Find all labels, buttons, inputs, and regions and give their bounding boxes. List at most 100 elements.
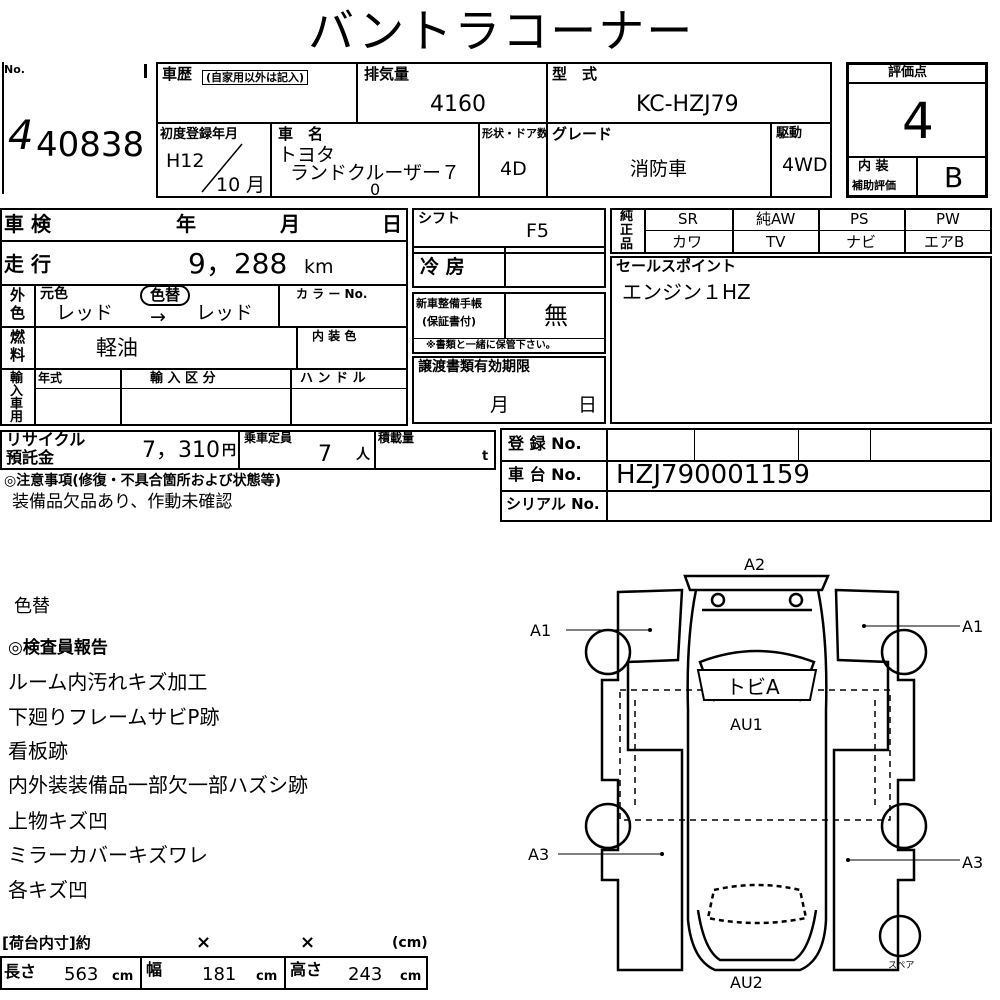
report-label: ◎検査員報告 [8, 638, 108, 658]
report-item: ルーム内汚れキズ加工 [8, 670, 208, 694]
notes-text: 装備品欠品あり、作動未確認 [12, 492, 233, 512]
sales-point-label: セールスポイント [616, 257, 737, 275]
import-side-1: 輸 [10, 371, 24, 386]
width-value: 181 [202, 964, 237, 985]
serial-no-label: シリアル No. [506, 495, 600, 513]
rear-line [696, 909, 818, 962]
width-unit: cm [256, 969, 278, 984]
shaken-label: 車 検 [4, 212, 51, 236]
color-no-label: カ ラ ー No. [296, 287, 368, 301]
equip-airbag: エアB [924, 233, 965, 251]
right-side-panel [832, 588, 916, 972]
label-a3-right: A3 [962, 853, 983, 872]
orig-color-label: 元色 [40, 286, 68, 302]
cargo-label: [荷台内寸]約 [2, 934, 91, 952]
width-label: 幅 [146, 960, 163, 979]
orig-color-value: レッド [56, 302, 114, 324]
color-side-1: 外 [10, 286, 26, 304]
date-slash [201, 143, 243, 193]
warranty-label-1: 新車整備手帳 [416, 297, 482, 310]
displacement-label: 排気量 [364, 65, 410, 83]
interior-score-value: B [944, 161, 964, 194]
cargo-unit-label: (cm) [392, 935, 428, 951]
lot-prefix: 4 [8, 113, 34, 159]
handle-label: ハ ン ド ル [300, 371, 366, 386]
spare-wheel [878, 914, 922, 958]
shaken-day-unit: 日 [382, 212, 402, 236]
label-a1-left: A1 [530, 621, 551, 640]
repaint-label: 色替 [140, 285, 191, 306]
equip-leather: カワ [672, 233, 703, 251]
first-reg-month: 10 [216, 174, 241, 196]
interior-score-label-1: 内 装 [858, 159, 889, 174]
shift-value: F5 [526, 220, 550, 242]
import-year-label: 年式 [38, 371, 63, 385]
load-unit: t [482, 449, 489, 464]
transfer-label: 譲渡書類有効期限 [418, 359, 530, 375]
equip-tv: TV [766, 233, 786, 251]
length-unit: cm [112, 969, 134, 984]
model-label: 型 式 [552, 65, 598, 83]
equip-aw: 純AW [756, 210, 796, 228]
history-note: (自家用以外は記入) [202, 70, 309, 85]
mileage-value: 9，288 [188, 247, 288, 280]
fuel-side-2: 料 [10, 346, 26, 364]
height-label: 高さ [290, 960, 323, 979]
first-reg-label: 初度登録年月 [160, 127, 239, 142]
shape-label: 形状・ドア数 [482, 127, 548, 140]
new-color-value: レッド [196, 302, 254, 324]
capacity-unit: 人 [356, 447, 370, 463]
recycle-label-1: リサイクル [6, 430, 86, 449]
rear-window [706, 883, 808, 925]
mileage-label: 走 行 [4, 252, 51, 276]
label-a1-right: A1 [962, 617, 983, 636]
label-a2: A2 [744, 555, 765, 574]
shaken-month-unit: 月 [280, 212, 300, 236]
car-damage-diagram: A2 A1 A1 トビA AU1 A3 A3 AU2 スペア [528, 555, 983, 992]
grade-value: 消防車 [630, 158, 688, 180]
car-name-line3: 0 [370, 180, 381, 199]
no-label: No. [4, 63, 25, 76]
transfer-day: 日 [578, 394, 598, 416]
report-item: 看板跡 [8, 739, 68, 763]
equip-sr: SR [678, 210, 698, 228]
score-label: 評価点 [888, 65, 928, 80]
import-side-4: 用 [10, 410, 24, 425]
drive-value: 4WD [782, 154, 828, 176]
grade-label: グレード [552, 125, 613, 143]
reg-no-label: 登 録 No. [508, 434, 582, 453]
ac-label: 冷 房 [420, 256, 465, 278]
page-title: バントラコーナー [308, 4, 695, 58]
length-value: 563 [64, 964, 99, 985]
length-label: 長さ [4, 962, 37, 981]
notes-label: ◎注意事項(修復・不具合箇所および状態等) [4, 473, 282, 489]
headlight-left [710, 592, 726, 608]
score-value: 4 [902, 92, 934, 150]
wheel-front-left [584, 628, 632, 676]
first-reg-year: H12 [166, 150, 205, 172]
floor-dashed [619, 689, 891, 821]
warranty-label-2: (保証書付) [422, 315, 477, 328]
equip-navi: ナビ [846, 233, 877, 251]
warranty-note: ※書類と一緒に保管下さい。 [426, 340, 556, 351]
capacity-value: 7 [318, 442, 332, 467]
label-tobia: トビA [726, 675, 780, 699]
cargo-times-1: × [196, 932, 212, 953]
fuel-value: 軽油 [96, 336, 138, 360]
car-body [686, 589, 828, 972]
warranty-value: 無 [544, 302, 568, 330]
report-repaint: 色替 [14, 596, 50, 617]
load-label: 積載量 [378, 431, 415, 445]
wheel-front-right [880, 628, 928, 676]
report-item: 上物キズ凹 [8, 809, 108, 833]
report-item: ミラーカバーキズワレ [8, 843, 208, 867]
chassis-no-label: 車 台 No. [508, 465, 582, 484]
fuel-side-1: 燃 [10, 328, 26, 346]
recycle-yen: 円 [222, 443, 236, 459]
wheel-rear-left [584, 802, 632, 850]
history-label: 車歴 [162, 65, 193, 83]
front-bumper [683, 574, 830, 592]
shift-label: シフト [418, 211, 460, 227]
equip-ps: PS [850, 210, 869, 228]
shape-value: 4D [500, 158, 527, 180]
